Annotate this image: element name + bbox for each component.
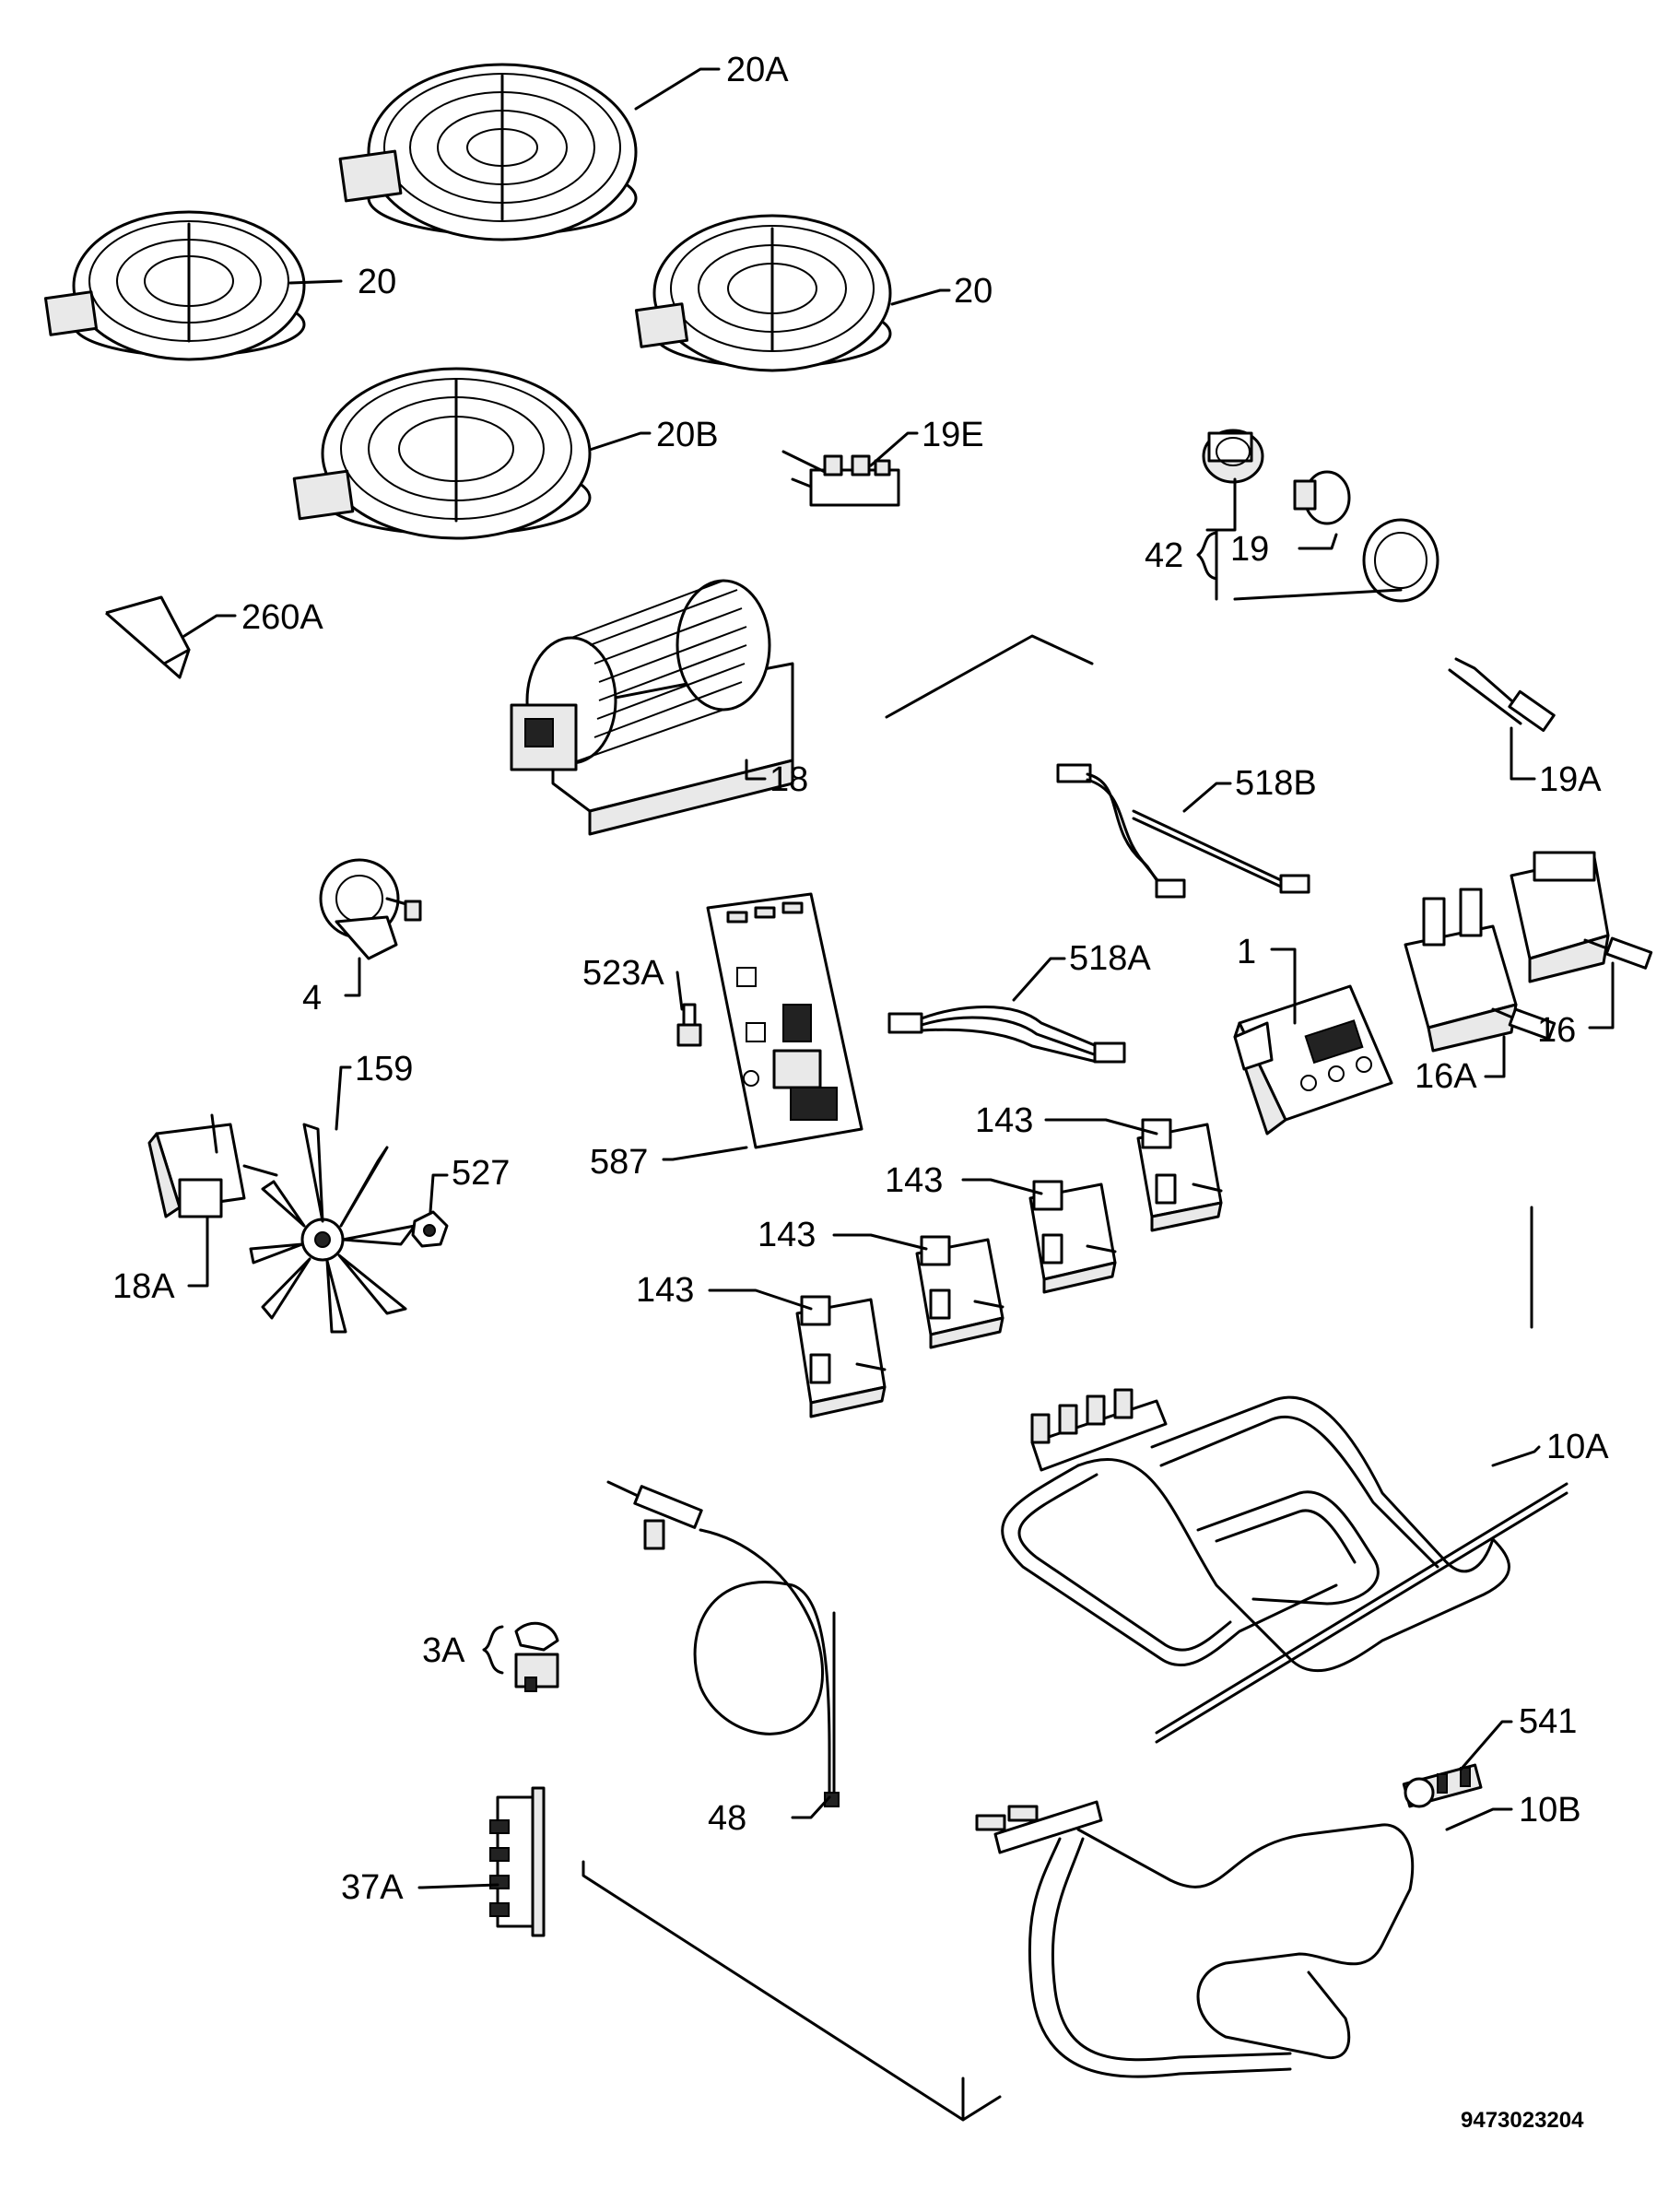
callout-10b: 10B — [1519, 1791, 1581, 1830]
callout-143-3: 143 — [758, 1216, 816, 1254]
callout-labels: 20A 20 20 20B 19E 42 19 260A 18 19A 518B… — [112, 51, 1609, 1907]
callout-527: 527 — [452, 1154, 510, 1193]
callout-37a: 37A — [341, 1868, 404, 1907]
temperature-sensor-19a — [1448, 657, 1556, 733]
terminal-541 — [1402, 1763, 1483, 1808]
fan-blade-159 — [249, 1123, 417, 1334]
energy-regulator-143-1 — [1136, 1118, 1223, 1232]
grill-element-10a — [1001, 1388, 1568, 1744]
callout-143-4: 143 — [636, 1271, 694, 1310]
thermostat-capillary-48 — [606, 1480, 840, 1807]
callout-587: 587 — [590, 1143, 648, 1182]
control-board-587 — [706, 892, 863, 1149]
callout-143-1: 143 — [975, 1101, 1033, 1140]
terminal-block-37a — [489, 1786, 546, 1937]
callout-18: 18 — [770, 760, 808, 799]
selector-switch-16 — [1510, 851, 1653, 983]
callout-523a: 523A — [582, 954, 664, 993]
terminal-block-19e — [781, 450, 900, 507]
frame-line-top — [885, 634, 1094, 719]
oven-lamp-42 — [1202, 429, 1439, 603]
fan-motor-18a — [147, 1113, 278, 1218]
callout-48: 48 — [708, 1799, 746, 1838]
energy-regulator-143-4 — [795, 1295, 887, 1418]
hotplate-20a — [338, 63, 638, 241]
callout-42: 42 — [1145, 536, 1183, 575]
callout-16: 16 — [1537, 1011, 1576, 1050]
wiring-harness-518b — [1056, 763, 1310, 899]
wiring-harness-518a — [887, 1006, 1126, 1064]
hotplate-20-left — [43, 210, 306, 361]
callout-1: 1 — [1237, 933, 1256, 971]
bottom-element-10b — [975, 1800, 1415, 2078]
hotplate-20b — [292, 367, 592, 540]
connector-523a — [676, 1003, 702, 1047]
frame-line-bottom — [582, 1860, 1002, 2122]
callout-4: 4 — [302, 979, 322, 1018]
selector-switch-16a — [1404, 888, 1557, 1053]
hotplate-20-right — [634, 214, 892, 372]
callout-19: 19 — [1230, 530, 1269, 569]
callout-260a: 260A — [241, 598, 323, 637]
motor-4 — [319, 858, 422, 960]
document-number: 9473023204 — [1461, 2108, 1584, 2133]
callout-10a: 10A — [1546, 1428, 1609, 1466]
callout-19a: 19A — [1539, 760, 1602, 799]
tangential-fan-18 — [510, 579, 794, 836]
leader-lines — [182, 67, 1615, 1889]
callout-20a: 20A — [726, 51, 789, 89]
energy-regulator-143-2 — [1028, 1180, 1117, 1294]
callout-518b: 518B — [1235, 764, 1317, 803]
callout-20b: 20B — [656, 416, 719, 454]
callout-3a: 3A — [422, 1631, 465, 1670]
callout-541: 541 — [1519, 1702, 1577, 1741]
callout-143-2: 143 — [885, 1161, 943, 1200]
callout-518a: 518A — [1069, 939, 1151, 978]
callout-16a: 16A — [1415, 1057, 1477, 1096]
callout-20-right: 20 — [954, 272, 993, 311]
electronic-timer-1 — [1233, 984, 1393, 1135]
energy-regulator-143-3 — [915, 1235, 1004, 1349]
callout-20-left: 20 — [358, 263, 396, 301]
fan-nut-527 — [411, 1210, 449, 1248]
callout-159: 159 — [355, 1050, 413, 1088]
bracket-260a — [105, 595, 191, 679]
door-switch-3a — [514, 1621, 559, 1692]
callout-19e: 19E — [922, 416, 984, 454]
callout-18a: 18A — [112, 1267, 175, 1306]
